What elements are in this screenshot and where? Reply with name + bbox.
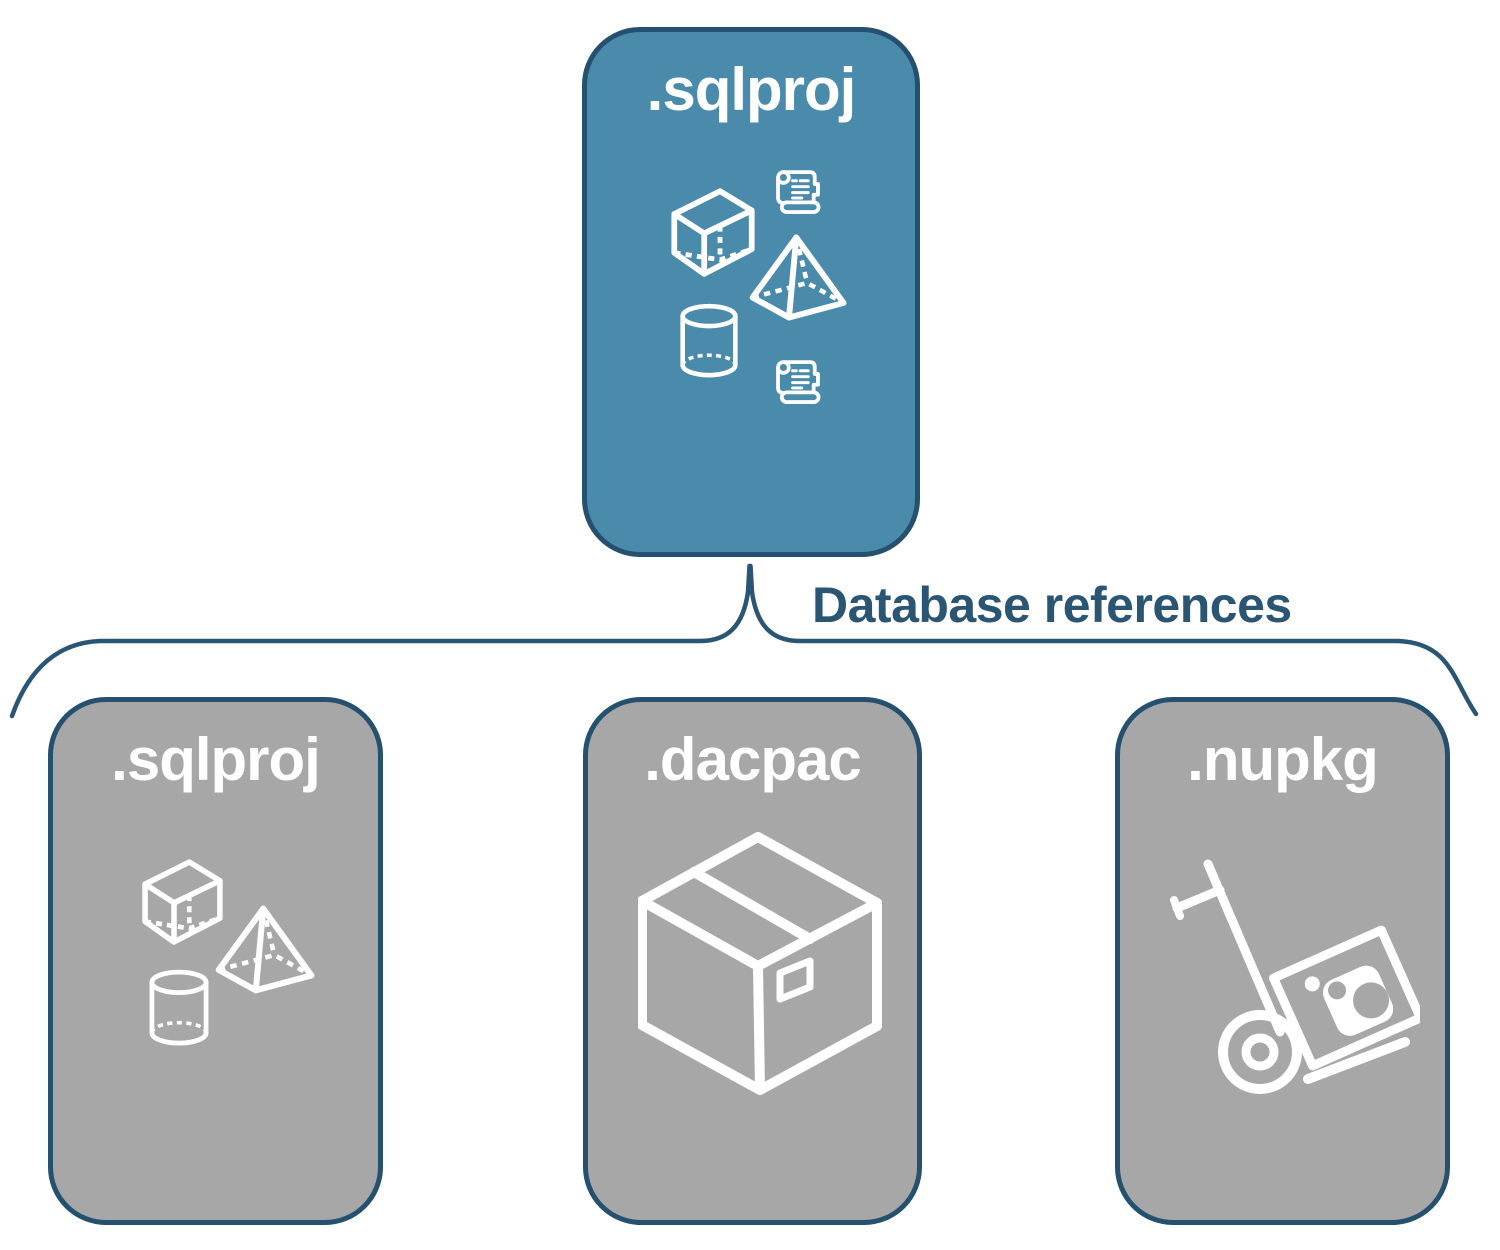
scroll-icon	[771, 352, 825, 410]
child-box-title: .dacpac	[644, 726, 861, 793]
child-box-nupkg: .nupkg	[1115, 697, 1450, 1225]
connector-label: Database references	[812, 577, 1292, 633]
child-box-dacpac: .dacpac	[583, 697, 922, 1225]
child-box-title: .sqlproj	[111, 726, 321, 793]
parent-box-title: .sqlproj	[646, 56, 857, 123]
pyramid-icon	[749, 232, 849, 323]
cube-icon	[140, 855, 225, 949]
cylinder-icon	[146, 967, 212, 1049]
cylinder-icon	[677, 301, 741, 381]
scroll-icon	[771, 162, 825, 220]
pyramid-icon	[215, 903, 317, 996]
nuget-dolly-icon	[1170, 847, 1420, 1097]
child-box-sqlproj: .sqlproj	[48, 697, 383, 1225]
package-box-icon	[638, 831, 883, 1096]
parent-box-sqlproj: .sqlproj	[582, 27, 920, 557]
cube-icon	[669, 184, 757, 281]
child-box-title: .nupkg	[1187, 726, 1379, 793]
